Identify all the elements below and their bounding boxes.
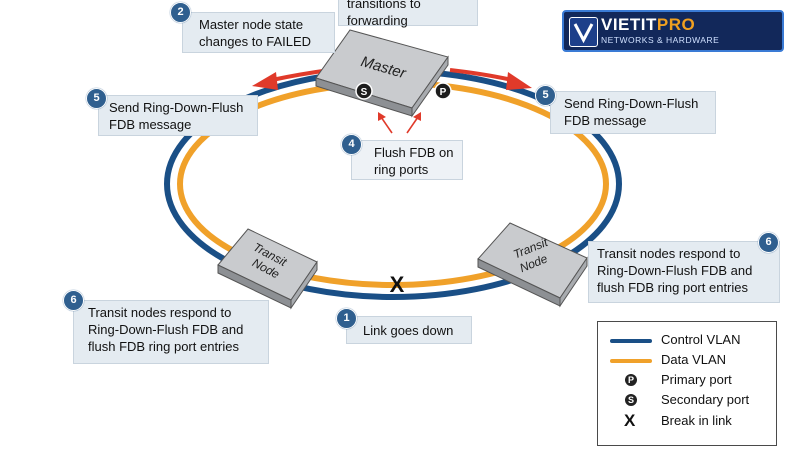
logo-name-accent: PRO [656,15,696,34]
legend-row-primary-port: P Primary port [598,370,776,390]
step-badge-6-right: 6 [758,232,779,253]
callout-transit-left-line2: Ring-Down-Flush FDB and [88,322,244,337]
vietitpro-logo: VIETITPRO NETWORKS & HARDWARE [562,10,784,52]
callout-master-failed-line1: Master node state [199,17,304,32]
step-badge-6-left: 6 [63,290,84,311]
callout-transit-right-line3: flush FDB ring port entries [597,280,749,295]
callout-flush-ports: Flush FDB on ring ports [351,140,463,180]
step-badge-1: 1 [336,308,357,329]
logo-tagline: NETWORKS & HARDWARE [601,35,720,45]
legend-break-label: Break in link [661,413,732,428]
callout-flush-left: Send Ring-Down-Flush FDB message [98,95,258,136]
break-icon: X [624,411,636,430]
callout-link-down: Link goes down [346,316,472,344]
step-badge-4: 4 [341,134,362,155]
flush-port-arrows [378,112,421,134]
callout-link-down-line1: Link goes down [363,323,454,338]
callout-flush-left-line2: FDB message [109,117,192,132]
step-badge-5-right: 5 [535,85,556,106]
transit-node-left: Transit Node [217,228,318,310]
primary-port-icon: P [625,374,637,386]
primary-port-letter: P [440,87,447,98]
legend-data-vlan-label: Data VLAN [661,352,727,367]
flush-arrow-right [449,68,532,90]
step-badge-2: 2 [170,2,191,23]
step-badge-5-left: 5 [86,88,107,109]
legend-row-break: X Break in link [598,411,776,431]
callout-forwarding-line1: transitions to [347,0,421,11]
legend-primary-port-label: Primary port [661,372,732,387]
logo-mark-icon [569,17,598,47]
secondary-port-letter: S [361,87,368,98]
primary-port-marker: P [434,82,452,100]
legend-row-secondary-port: S Secondary port [598,390,776,410]
transit-node-right: Transit Node [477,222,588,308]
callout-flush-ports-line1: Flush FDB on [374,145,454,160]
legend: Control VLAN Data VLAN P Primary port S … [597,321,777,446]
logo-name: VIETITPRO [601,15,695,35]
callout-transit-left-line3: flush FDB ring port entries [88,339,240,354]
callout-flush-right-line1: Send Ring-Down-Flush [564,96,699,111]
legend-row-control-vlan: Control VLAN [598,330,776,350]
callout-master-failed: Master node state changes to FAILED [182,12,335,53]
secondary-port-icon: S [625,394,637,406]
callout-transit-left: Transit nodes respond to Ring-Down-Flush… [73,300,269,364]
legend-control-vlan-label: Control VLAN [661,332,741,347]
callout-transit-left-line1: Transit nodes respond to [88,305,232,320]
legend-secondary-port-label: Secondary port [661,392,750,407]
secondary-port-marker: S [355,82,373,100]
callout-transit-right-line1: Transit nodes respond to [597,246,741,261]
callout-transit-right: Transit nodes respond to Ring-Down-Flush… [588,241,780,303]
callout-flush-left-line1: Send Ring-Down-Flush [109,100,244,115]
callout-master-failed-line2: changes to FAILED [199,34,312,49]
callout-transit-right-line2: Ring-Down-Flush FDB and [597,263,753,278]
callout-flush-right: Send Ring-Down-Flush FDB message [550,91,716,134]
master-node: Master [315,29,449,118]
legend-row-data-vlan: Data VLAN [598,350,776,370]
link-break-mark: X [390,272,405,297]
callout-flush-right-line2: FDB message [564,113,647,128]
callout-flush-ports-line2: ring ports [374,162,429,177]
callout-forwarding-line2: forwarding [347,13,408,28]
logo-name-main: VIETIT [601,15,657,34]
callout-forwarding: transitions to forwarding [338,0,478,28]
v-icon [573,23,594,44]
data-vlan-swatch [610,359,652,363]
control-vlan-swatch [610,339,652,343]
